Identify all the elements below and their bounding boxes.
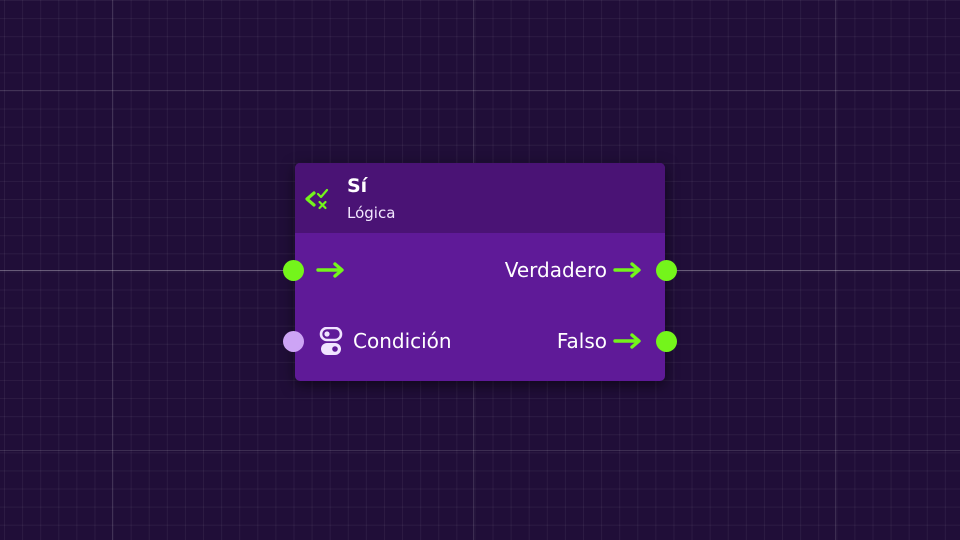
grid-major-line xyxy=(112,0,113,540)
arrow-right-icon xyxy=(613,262,641,278)
false-output-port[interactable] xyxy=(656,331,677,352)
output-label-true: Verdadero xyxy=(504,258,607,282)
node-header[interactable]: Sí Lógica xyxy=(295,163,665,233)
condition-label: Condición xyxy=(353,329,452,353)
exec-input-port[interactable] xyxy=(283,260,304,281)
condition-input-port[interactable] xyxy=(283,331,304,352)
true-output-port[interactable] xyxy=(656,260,677,281)
arrow-right-icon xyxy=(316,262,344,278)
branch-check-x-icon xyxy=(305,188,329,210)
if-node[interactable]: Sí Lógica xyxy=(295,163,665,381)
arrow-right-icon xyxy=(613,333,641,349)
grid-major-line xyxy=(0,450,960,451)
toggle-icon xyxy=(319,327,343,355)
grid-major-line xyxy=(0,90,960,91)
node-category: Lógica xyxy=(347,204,396,222)
output-label-false: Falso xyxy=(556,329,607,353)
node-title: Sí xyxy=(347,175,368,197)
grid-major-line xyxy=(835,0,836,540)
